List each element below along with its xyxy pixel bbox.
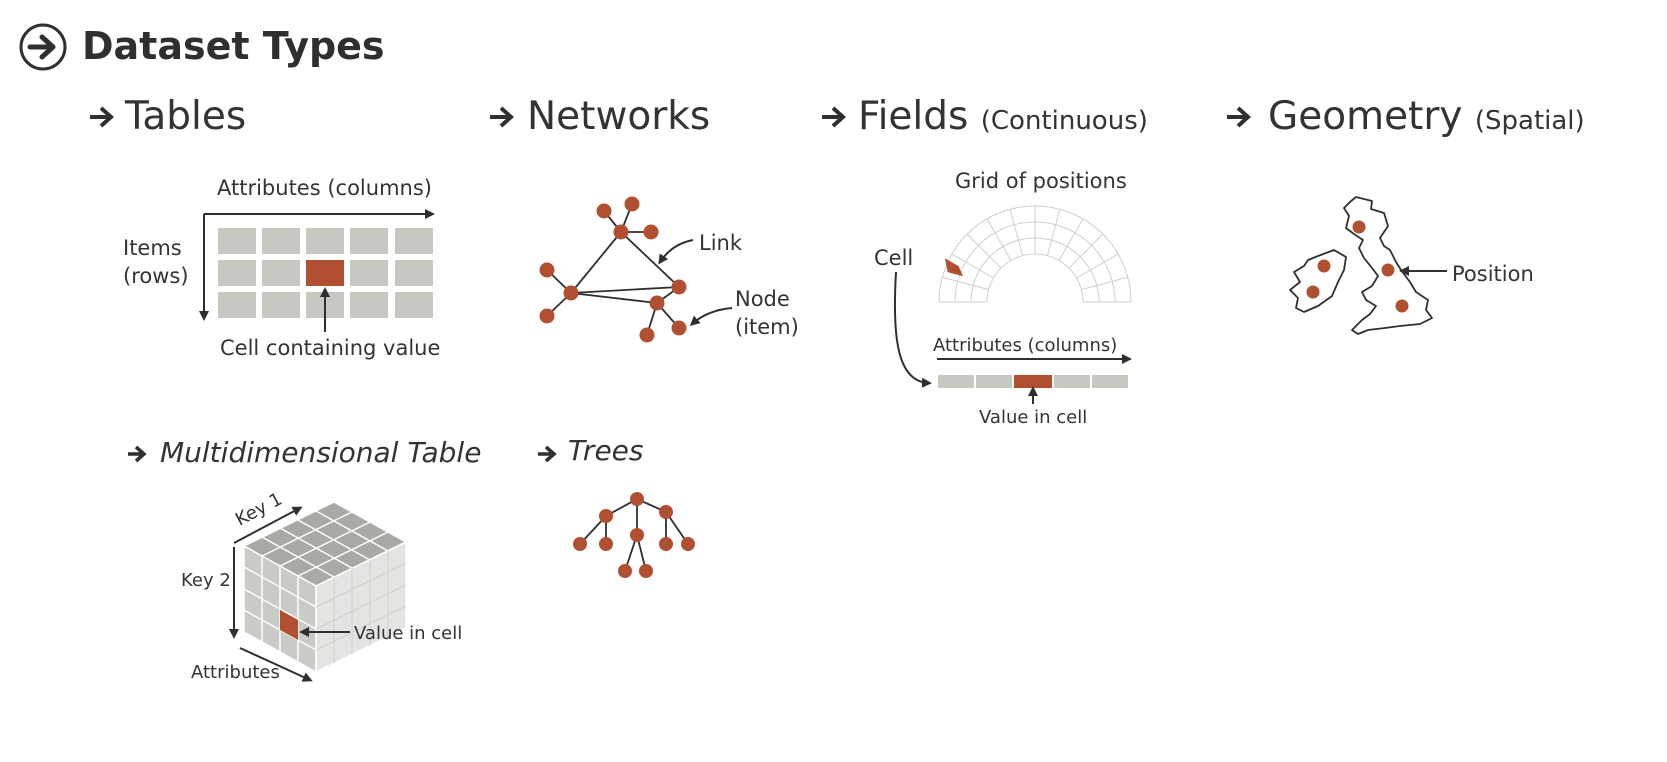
node-label-line1: Node (735, 287, 790, 311)
highlighted-cell (306, 260, 344, 286)
fields-heading-main: Fields (858, 94, 969, 139)
map-outline (1289, 196, 1433, 335)
table-axes (199, 209, 435, 332)
tree-graph (573, 492, 695, 578)
highlighted-cube-cell (280, 610, 298, 640)
node-label-line2: (item) (735, 315, 799, 339)
polar-grid (938, 205, 1132, 303)
arrow-right-icon (90, 106, 114, 128)
network-link-label: Link (699, 231, 743, 255)
multidim-key2-label: Key 2 (181, 570, 231, 591)
map-positions (1306, 220, 1409, 313)
circle-arrow-icon (19, 23, 67, 71)
arrow-right-icon (538, 445, 557, 463)
multidim-heading: Multidimensional Table (160, 436, 482, 469)
highlighted-grid-cell (945, 258, 963, 277)
arrow-right-icon (822, 106, 846, 128)
fields-heading: Fields (Continuous) (858, 94, 1148, 139)
fields-value-label: Value in cell (979, 407, 1088, 428)
tables-cell-label: Cell containing value (220, 336, 441, 360)
geometry-heading-main: Geometry (1268, 94, 1463, 139)
arrow-right-icon (1227, 106, 1251, 128)
tables-items-label: Items (rows) (123, 234, 189, 290)
items-label-line1: Items (123, 236, 182, 260)
fields-heading-sub: (Continuous) (980, 106, 1148, 136)
network-graph (539, 196, 733, 343)
geometry-heading: Geometry (Spatial) (1268, 94, 1585, 139)
network-node-label: Node (item) (735, 285, 799, 341)
tables-attributes-label: Attributes (columns) (217, 176, 432, 200)
cube-axes (229, 506, 350, 682)
field-attribute-bar (938, 375, 1128, 388)
fields-attributes-label: Attributes (columns) (933, 335, 1118, 356)
data-cube (242, 501, 408, 674)
page-title: Dataset Types (82, 24, 385, 68)
arrow-right-icon (490, 106, 514, 128)
fields-grid-label: Grid of positions (955, 169, 1127, 193)
highlighted-field-value (1014, 375, 1052, 388)
multidim-value-label: Value in cell (354, 623, 463, 644)
fields-cell-label: Cell (874, 246, 914, 270)
field-arrows (893, 271, 1132, 404)
arrow-right-icon (128, 445, 147, 463)
items-label-line2: (rows) (123, 264, 189, 288)
tables-heading: Tables (125, 94, 247, 139)
networks-heading: Networks (527, 94, 711, 139)
geometry-position-label: Position (1452, 262, 1534, 286)
geometry-heading-sub: (Spatial) (1474, 106, 1585, 136)
multidim-attributes-label: Attributes (191, 662, 280, 683)
trees-heading: Trees (568, 434, 644, 467)
